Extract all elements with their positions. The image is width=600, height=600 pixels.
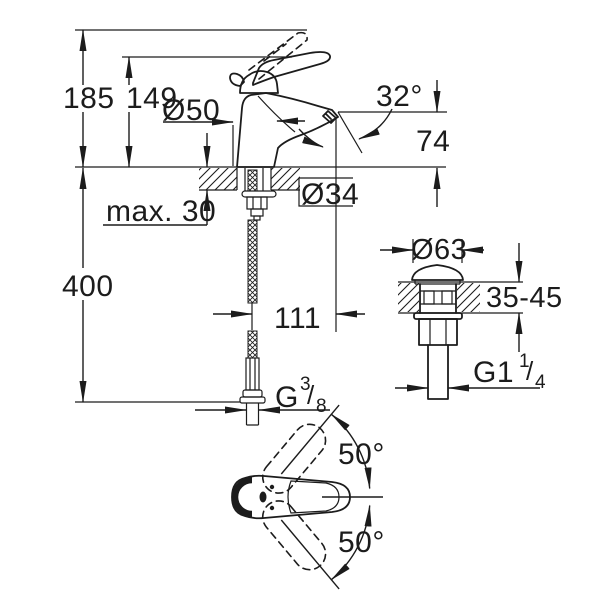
drain-cap-rim bbox=[414, 280, 461, 285]
drain-deck-hatch-right bbox=[457, 283, 480, 312]
faucet-side-view bbox=[229, 31, 339, 426]
drain-window-left bbox=[423, 290, 435, 305]
dim-149-label: 149 bbox=[126, 82, 178, 115]
handle-top-view bbox=[231, 404, 383, 590]
drain-hex-nut bbox=[418, 318, 458, 346]
drain-nut-facets bbox=[429, 319, 447, 345]
angle-32-leader-arrow bbox=[358, 108, 393, 140]
drain-valve-section bbox=[398, 264, 523, 400]
cartridge-dome bbox=[239, 70, 279, 94]
g114-slash: / bbox=[526, 356, 534, 386]
hose-thread-tube bbox=[245, 403, 260, 426]
lever-open-dashed bbox=[248, 31, 308, 80]
angle-line-down bbox=[280, 519, 340, 590]
g114-thread-label: G1 1 / 4 bbox=[473, 351, 546, 393]
handle-dot-upper bbox=[269, 484, 275, 490]
hose-braid-top bbox=[247, 169, 258, 192]
spout-angle-slant bbox=[337, 111, 363, 154]
drain-window-right bbox=[441, 290, 453, 305]
hose-nut-flange bbox=[239, 396, 266, 404]
dia-34-bracket bbox=[298, 177, 353, 207]
angle-50-down-label: 50° bbox=[338, 526, 385, 559]
lever-front-knob bbox=[229, 72, 245, 87]
angle-32-label: 32° bbox=[376, 80, 423, 113]
hose-connector bbox=[245, 357, 260, 391]
g38-thread-label: G 3 / 8 bbox=[275, 374, 327, 417]
mounting-nut bbox=[246, 196, 268, 210]
hose-braid-middle bbox=[247, 219, 258, 304]
dim-74-label: 74 bbox=[416, 125, 450, 158]
angle-arc-lower bbox=[330, 504, 372, 581]
g114-base: G1 bbox=[473, 356, 514, 389]
drain-deck-hatch-left bbox=[398, 283, 419, 312]
hose-connector-lines bbox=[249, 358, 256, 390]
counter-hatch-left bbox=[199, 168, 237, 190]
spout-curve-arrow bbox=[298, 128, 324, 148]
max-30-label: max. 30 bbox=[106, 195, 216, 228]
dim-185-label: 185 bbox=[63, 82, 115, 115]
mounting-hole-walls bbox=[236, 168, 272, 190]
dimension-labels: 185 149 Ø50 32° 74 Ø34 max. 30 400 111 Ø… bbox=[62, 80, 563, 559]
g114-sub: 4 bbox=[535, 372, 546, 393]
handle-dot-lower bbox=[269, 505, 275, 511]
g114-sup: 1 bbox=[519, 351, 530, 372]
dia-50-label: Ø50 bbox=[162, 94, 220, 127]
drain-body-lines bbox=[420, 290, 456, 305]
handle-pivot-dot bbox=[259, 491, 267, 503]
dimension-lines bbox=[79, 29, 540, 414]
dim-dia63-extensions bbox=[412, 239, 463, 263]
handle-cap-arc bbox=[231, 476, 253, 518]
g38-sup: 3 bbox=[300, 374, 311, 395]
dim-3545-label: 35-45 bbox=[486, 282, 563, 314]
mounting-stud bbox=[244, 168, 264, 191]
aerator bbox=[322, 110, 337, 124]
body-spout-crease bbox=[257, 95, 296, 133]
dim-111-label: 111 bbox=[274, 302, 321, 335]
lever-closed bbox=[252, 51, 331, 86]
angle-arc-upper bbox=[330, 413, 372, 490]
angle-line-up bbox=[280, 404, 340, 475]
mounting-nut-facets bbox=[252, 197, 262, 209]
dia-63-label: Ø63 bbox=[411, 234, 467, 266]
g38-sub: 8 bbox=[316, 396, 327, 417]
drain-tailpipe bbox=[427, 344, 449, 400]
g38-base: G bbox=[275, 381, 299, 414]
mounting-nut-tip bbox=[253, 215, 261, 221]
drain-body-walls bbox=[419, 283, 457, 314]
hose-braid-lower bbox=[247, 330, 258, 359]
mounting-nut-collar bbox=[250, 208, 264, 217]
drain-dome-cap bbox=[411, 264, 464, 281]
angle-50-up-label: 50° bbox=[338, 438, 385, 471]
dim-400-label: 400 bbox=[62, 270, 114, 303]
hose-nut bbox=[242, 389, 263, 398]
g38-slash: / bbox=[307, 380, 315, 410]
counter-hatch-right bbox=[271, 168, 300, 190]
faucet-body-spout bbox=[236, 92, 339, 168]
mounting-washer bbox=[241, 190, 277, 198]
